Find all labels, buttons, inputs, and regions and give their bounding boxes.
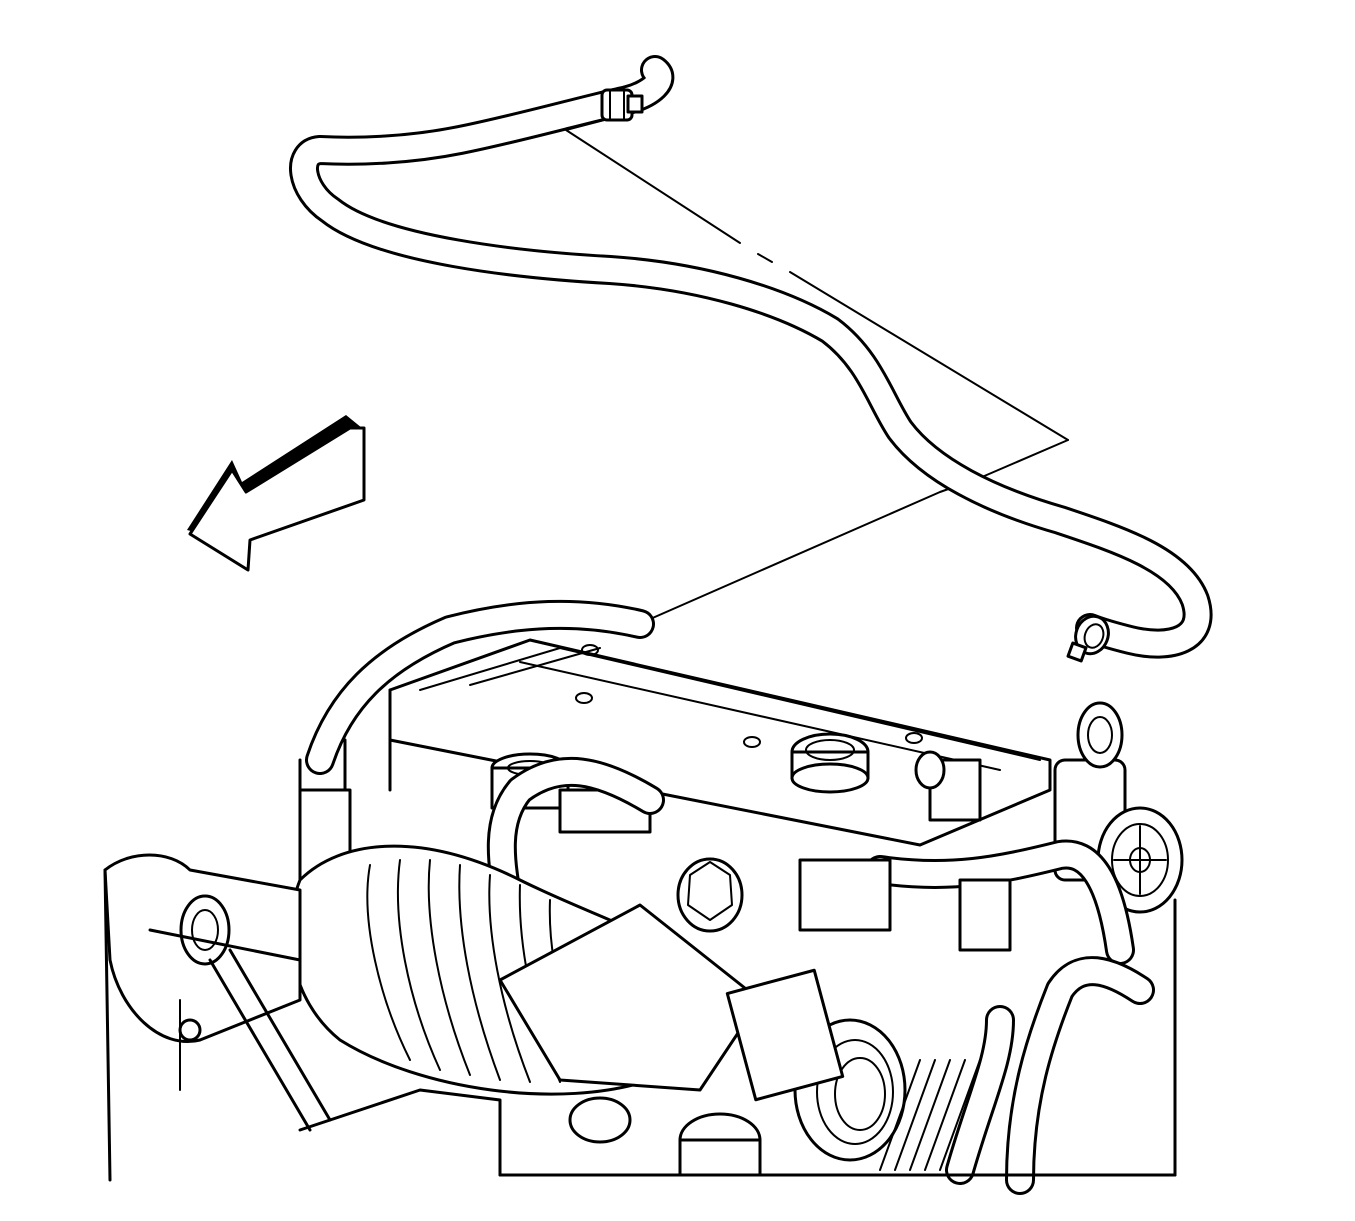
radiator-fins (879, 1059, 981, 1171)
front-of-vehicle-arrow (187, 415, 366, 572)
hose (289, 55, 1213, 659)
hose-clamp (600, 88, 644, 122)
leader-line (565, 117, 1069, 628)
hose-clamp (1066, 614, 1110, 663)
engine-assembly (103, 599, 1184, 1195)
